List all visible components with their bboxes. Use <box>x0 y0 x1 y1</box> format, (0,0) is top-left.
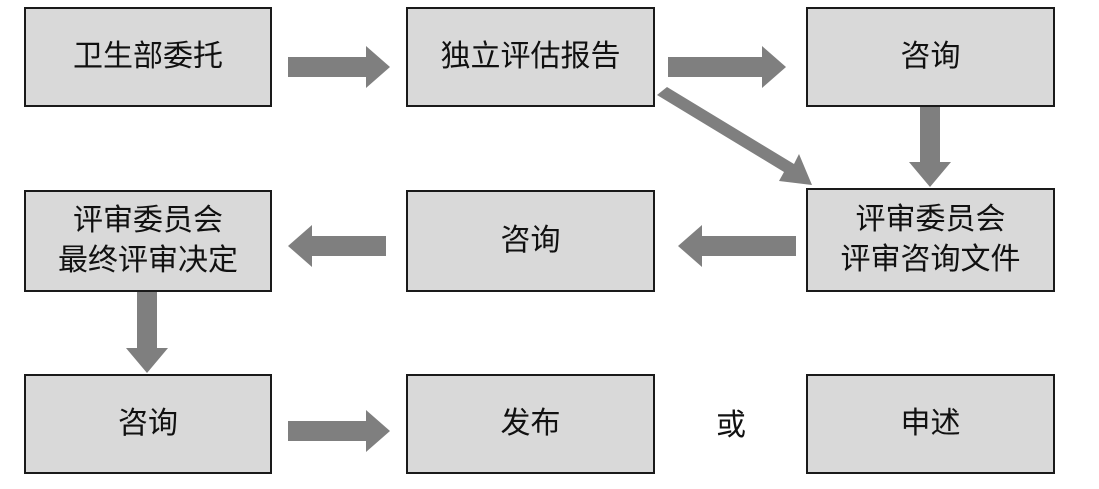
node-independent-report: 独立评估报告 <box>406 7 655 107</box>
arrow-committee-doc-to-consultation-2 <box>678 225 796 267</box>
node-label-line-2: 评审咨询文件 <box>840 242 1021 277</box>
node-label: 咨询 <box>118 406 178 441</box>
node-label: 发布 <box>500 406 561 441</box>
node-consultation-1: 咨询 <box>806 7 1055 107</box>
node-appeal: 申述 <box>806 374 1055 474</box>
node-label: 申述 <box>900 406 961 441</box>
node-committee-final: 评审委员会 最终评审决定 <box>24 190 272 292</box>
node-publish: 发布 <box>406 374 655 474</box>
or-label: 或 <box>716 408 746 443</box>
node-label: 咨询 <box>900 39 961 74</box>
node-consultation-2: 咨询 <box>406 190 655 292</box>
arrow-report-to-consultation-1 <box>668 46 786 88</box>
arrow-consultation-2-to-committee-final <box>288 225 386 267</box>
node-consultation-3: 咨询 <box>24 374 272 474</box>
arrow-committee-final-to-consultation-3 <box>126 291 168 373</box>
arrow-consultation-1-to-committee-doc <box>909 106 951 187</box>
node-label-line-1: 评审委员会 <box>73 203 223 238</box>
node-label-line-2: 最终评审决定 <box>58 243 238 278</box>
arrow-consultation-3-to-publish <box>288 410 390 452</box>
node-label: 咨询 <box>500 223 561 258</box>
node-label: 卫生部委托 <box>73 39 223 74</box>
node-committee-doc: 评审委员会 评审咨询文件 <box>806 188 1055 292</box>
node-moh-commission: 卫生部委托 <box>24 7 272 107</box>
arrow-report-to-committee-doc <box>657 87 812 185</box>
arrow-commission-to-report <box>288 46 390 88</box>
node-label-line-1: 评审委员会 <box>855 202 1006 237</box>
node-label: 独立评估报告 <box>440 39 621 74</box>
